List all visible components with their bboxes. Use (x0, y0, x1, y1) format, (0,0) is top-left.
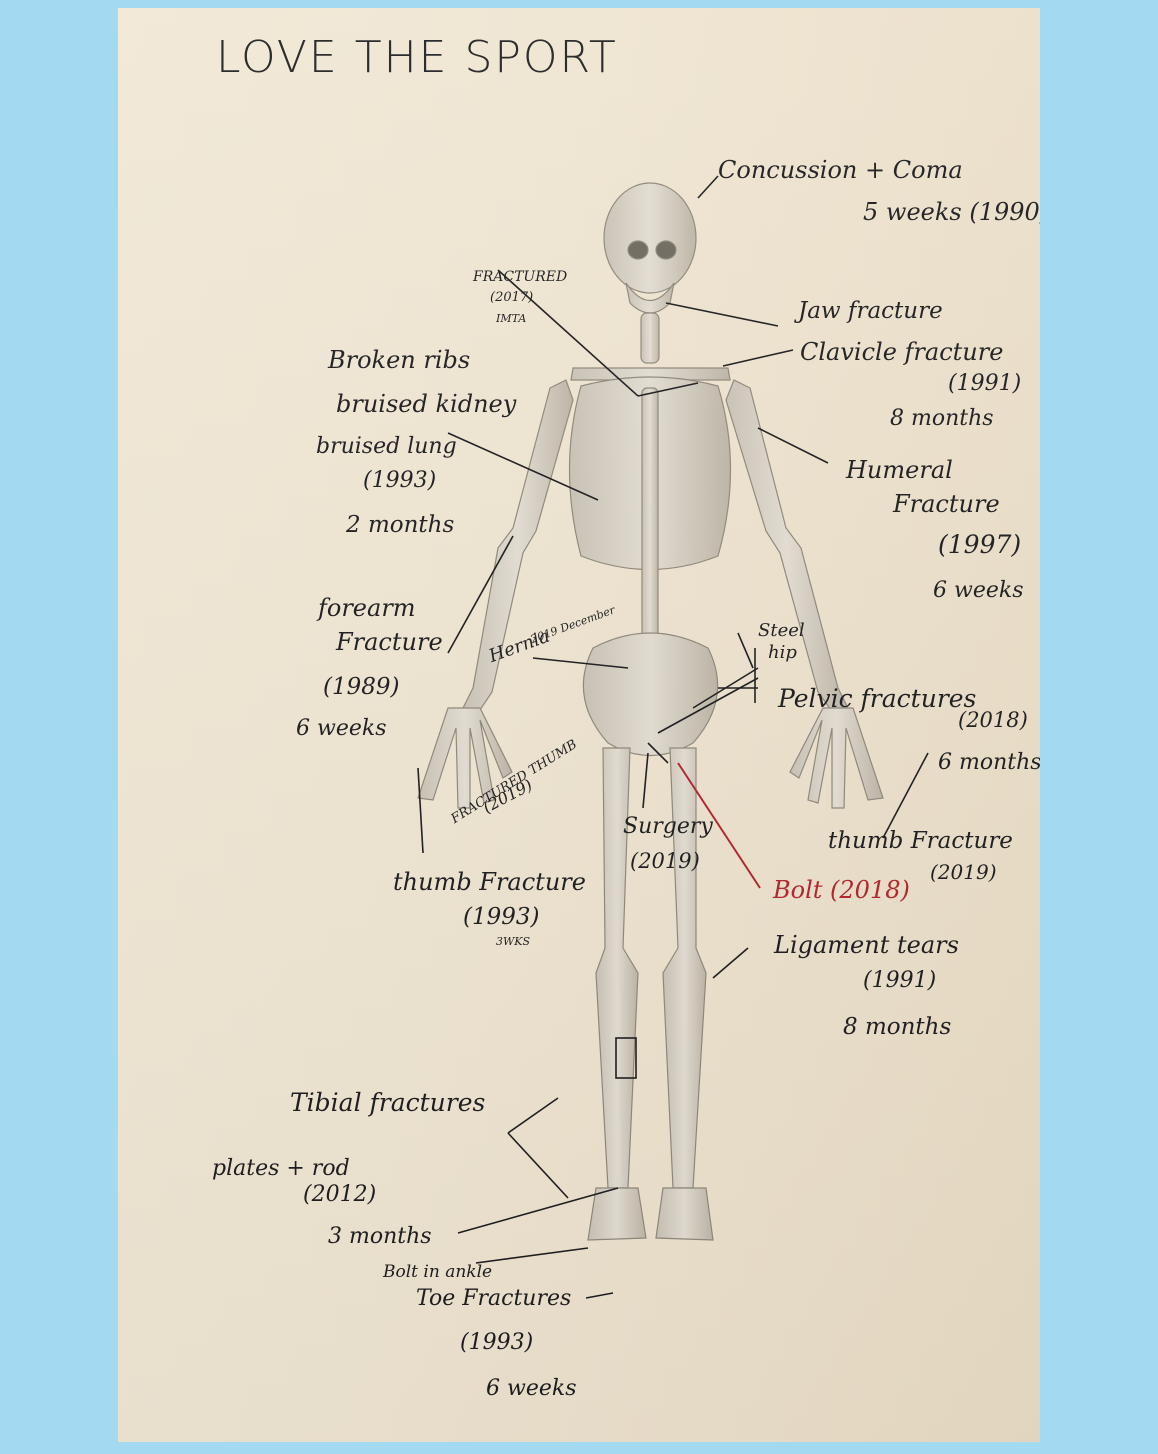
page-title: LOVE THE SPORT (216, 36, 618, 80)
annotation-concussion: Concussion + Coma (718, 158, 963, 182)
annotation-thumb-left-duration: 3WKS (496, 936, 530, 947)
annotation-toe-duration: 6 weeks (486, 1378, 576, 1400)
annotation-bolt: Bolt (2018) (773, 878, 910, 902)
annotation-forearm: forearm (318, 596, 416, 620)
annotation-ligament: Ligament tears (774, 933, 959, 957)
annotation-humeral-fracture: Fracture (893, 492, 1000, 516)
annotation-humeral-year: (1997) (938, 532, 1021, 557)
annotation-tibial-hardware: plates + rod (212, 1158, 350, 1180)
annotation-toe-year: (1993) (460, 1332, 533, 1354)
annotation-ribs-duration: 2 months (346, 514, 454, 537)
annotation-pelvic-year: (2018) (958, 710, 1028, 731)
annotation-kidney: bruised kidney (336, 392, 516, 416)
annotation-concussion-duration: 5 weeks (1990) (863, 200, 1040, 224)
annotation-jaw: Jaw fracture (798, 300, 943, 323)
annotation-fractured-2017: FRACTURED (473, 270, 567, 284)
annotation-ligament-duration: 8 months (843, 1016, 951, 1039)
annotation-humeral-duration: 6 weeks (933, 580, 1023, 602)
annotation-tibial: Tibial fractures (290, 1090, 485, 1115)
annotation-steel: Steel (758, 622, 805, 640)
annotation-ribs-year: (1993) (363, 470, 436, 492)
annotation-surgery-year: (2019) (630, 851, 700, 872)
annotation-pelvic: Pelvic fractures (778, 686, 976, 711)
annotation-ribs: Broken ribs (328, 348, 470, 372)
annotation-clavicle: Clavicle fracture (800, 340, 1003, 364)
annotation-thumb-left: thumb Fracture (393, 870, 586, 894)
annotation-ligament-year: (1991) (863, 970, 936, 992)
paper-sheet: LOVE THE SPORT Concussion + Coma 5 weeks… (118, 8, 1040, 1442)
annotation-tibial-year: (2012) (303, 1184, 376, 1206)
annotation-fractured-2017-note: IMTA (496, 313, 526, 324)
annotation-clavicle-duration: 8 months (890, 408, 994, 430)
annotation-clavicle-year: (1991) (948, 373, 1021, 395)
annotation-thumb-right: thumb Fracture (828, 830, 1013, 853)
annotation-forearm-duration: 6 weeks (296, 718, 386, 740)
annotation-lung: bruised lung (316, 436, 457, 458)
annotation-tibial-duration: 3 months (328, 1226, 432, 1248)
annotation-thumb-left-year: (1993) (463, 906, 539, 929)
annotation-forearm-year: (1989) (323, 676, 399, 699)
annotation-fractured-2017-year: (2017) (490, 291, 533, 304)
annotation-ankle: Bolt in ankle (383, 1264, 492, 1281)
annotation-pelvic-duration: 6 months (938, 752, 1040, 774)
annotation-hip: hip (768, 644, 797, 662)
annotation-forearm-fracture: Fracture (336, 630, 443, 654)
annotation-surgery: Surgery (623, 816, 713, 838)
annotation-humeral: Humeral (846, 458, 953, 482)
annotation-thumb-right-year: (2019) (930, 862, 997, 882)
annotation-toe: Toe Fractures (416, 1288, 571, 1310)
